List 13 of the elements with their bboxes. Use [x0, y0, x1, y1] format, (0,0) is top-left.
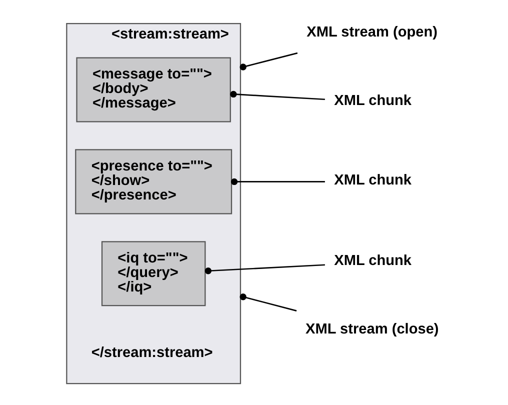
node-box: <message to=""> </body> </message>: [76, 56, 230, 122]
node-box: <iq to=""> </query> </iq>: [100, 240, 206, 306]
node-box: <presence to=""> </show> </presence>: [74, 148, 232, 214]
connector: [230, 178, 324, 185]
connector: [239, 292, 296, 311]
connector: [230, 90, 324, 100]
connector: [204, 264, 324, 274]
node-text: XML stream (open): [306, 24, 437, 40]
connector: [239, 52, 298, 70]
node-text: XML chunk: [334, 172, 412, 188]
node-text: XML chunk: [334, 252, 412, 269]
node-text: XML chunk: [334, 92, 412, 108]
node-text: XML stream (close): [305, 321, 438, 338]
